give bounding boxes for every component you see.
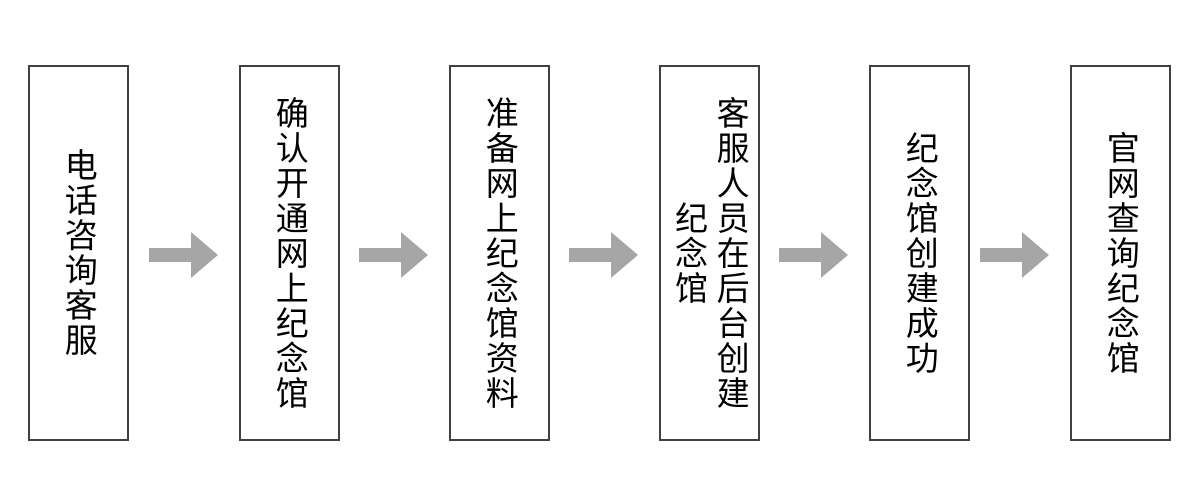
flow-node-label: 官网查询纪念馆 (1101, 130, 1141, 376)
flow-node-step-3[interactable]: 准备网上纪念馆资料 (449, 65, 550, 441)
right-arrow-icon (149, 231, 219, 279)
right-arrow-icon (569, 231, 639, 279)
flow-node-step-5[interactable]: 纪念馆创建成功 (869, 65, 970, 441)
flow-node-label: 确认开通网上纪念馆 (270, 95, 310, 411)
right-arrow-icon (779, 231, 849, 279)
flow-node-label: 电话咨询客服 (59, 148, 99, 358)
right-arrow-icon (359, 231, 429, 279)
right-arrow-icon (980, 231, 1050, 279)
flow-node-label: 客服人员在后台创建纪念馆 (669, 95, 751, 411)
flow-node-step-2[interactable]: 确认开通网上纪念馆 (239, 65, 340, 441)
flow-node-step-6[interactable]: 官网查询纪念馆 (1070, 65, 1171, 441)
flow-node-label: 准备网上纪念馆资料 (480, 95, 520, 411)
flow-node-label: 纪念馆创建成功 (900, 130, 940, 376)
flow-node-step-4[interactable]: 客服人员在后台创建纪念馆 (659, 65, 760, 441)
flow-node-step-1[interactable]: 电话咨询客服 (28, 65, 129, 441)
